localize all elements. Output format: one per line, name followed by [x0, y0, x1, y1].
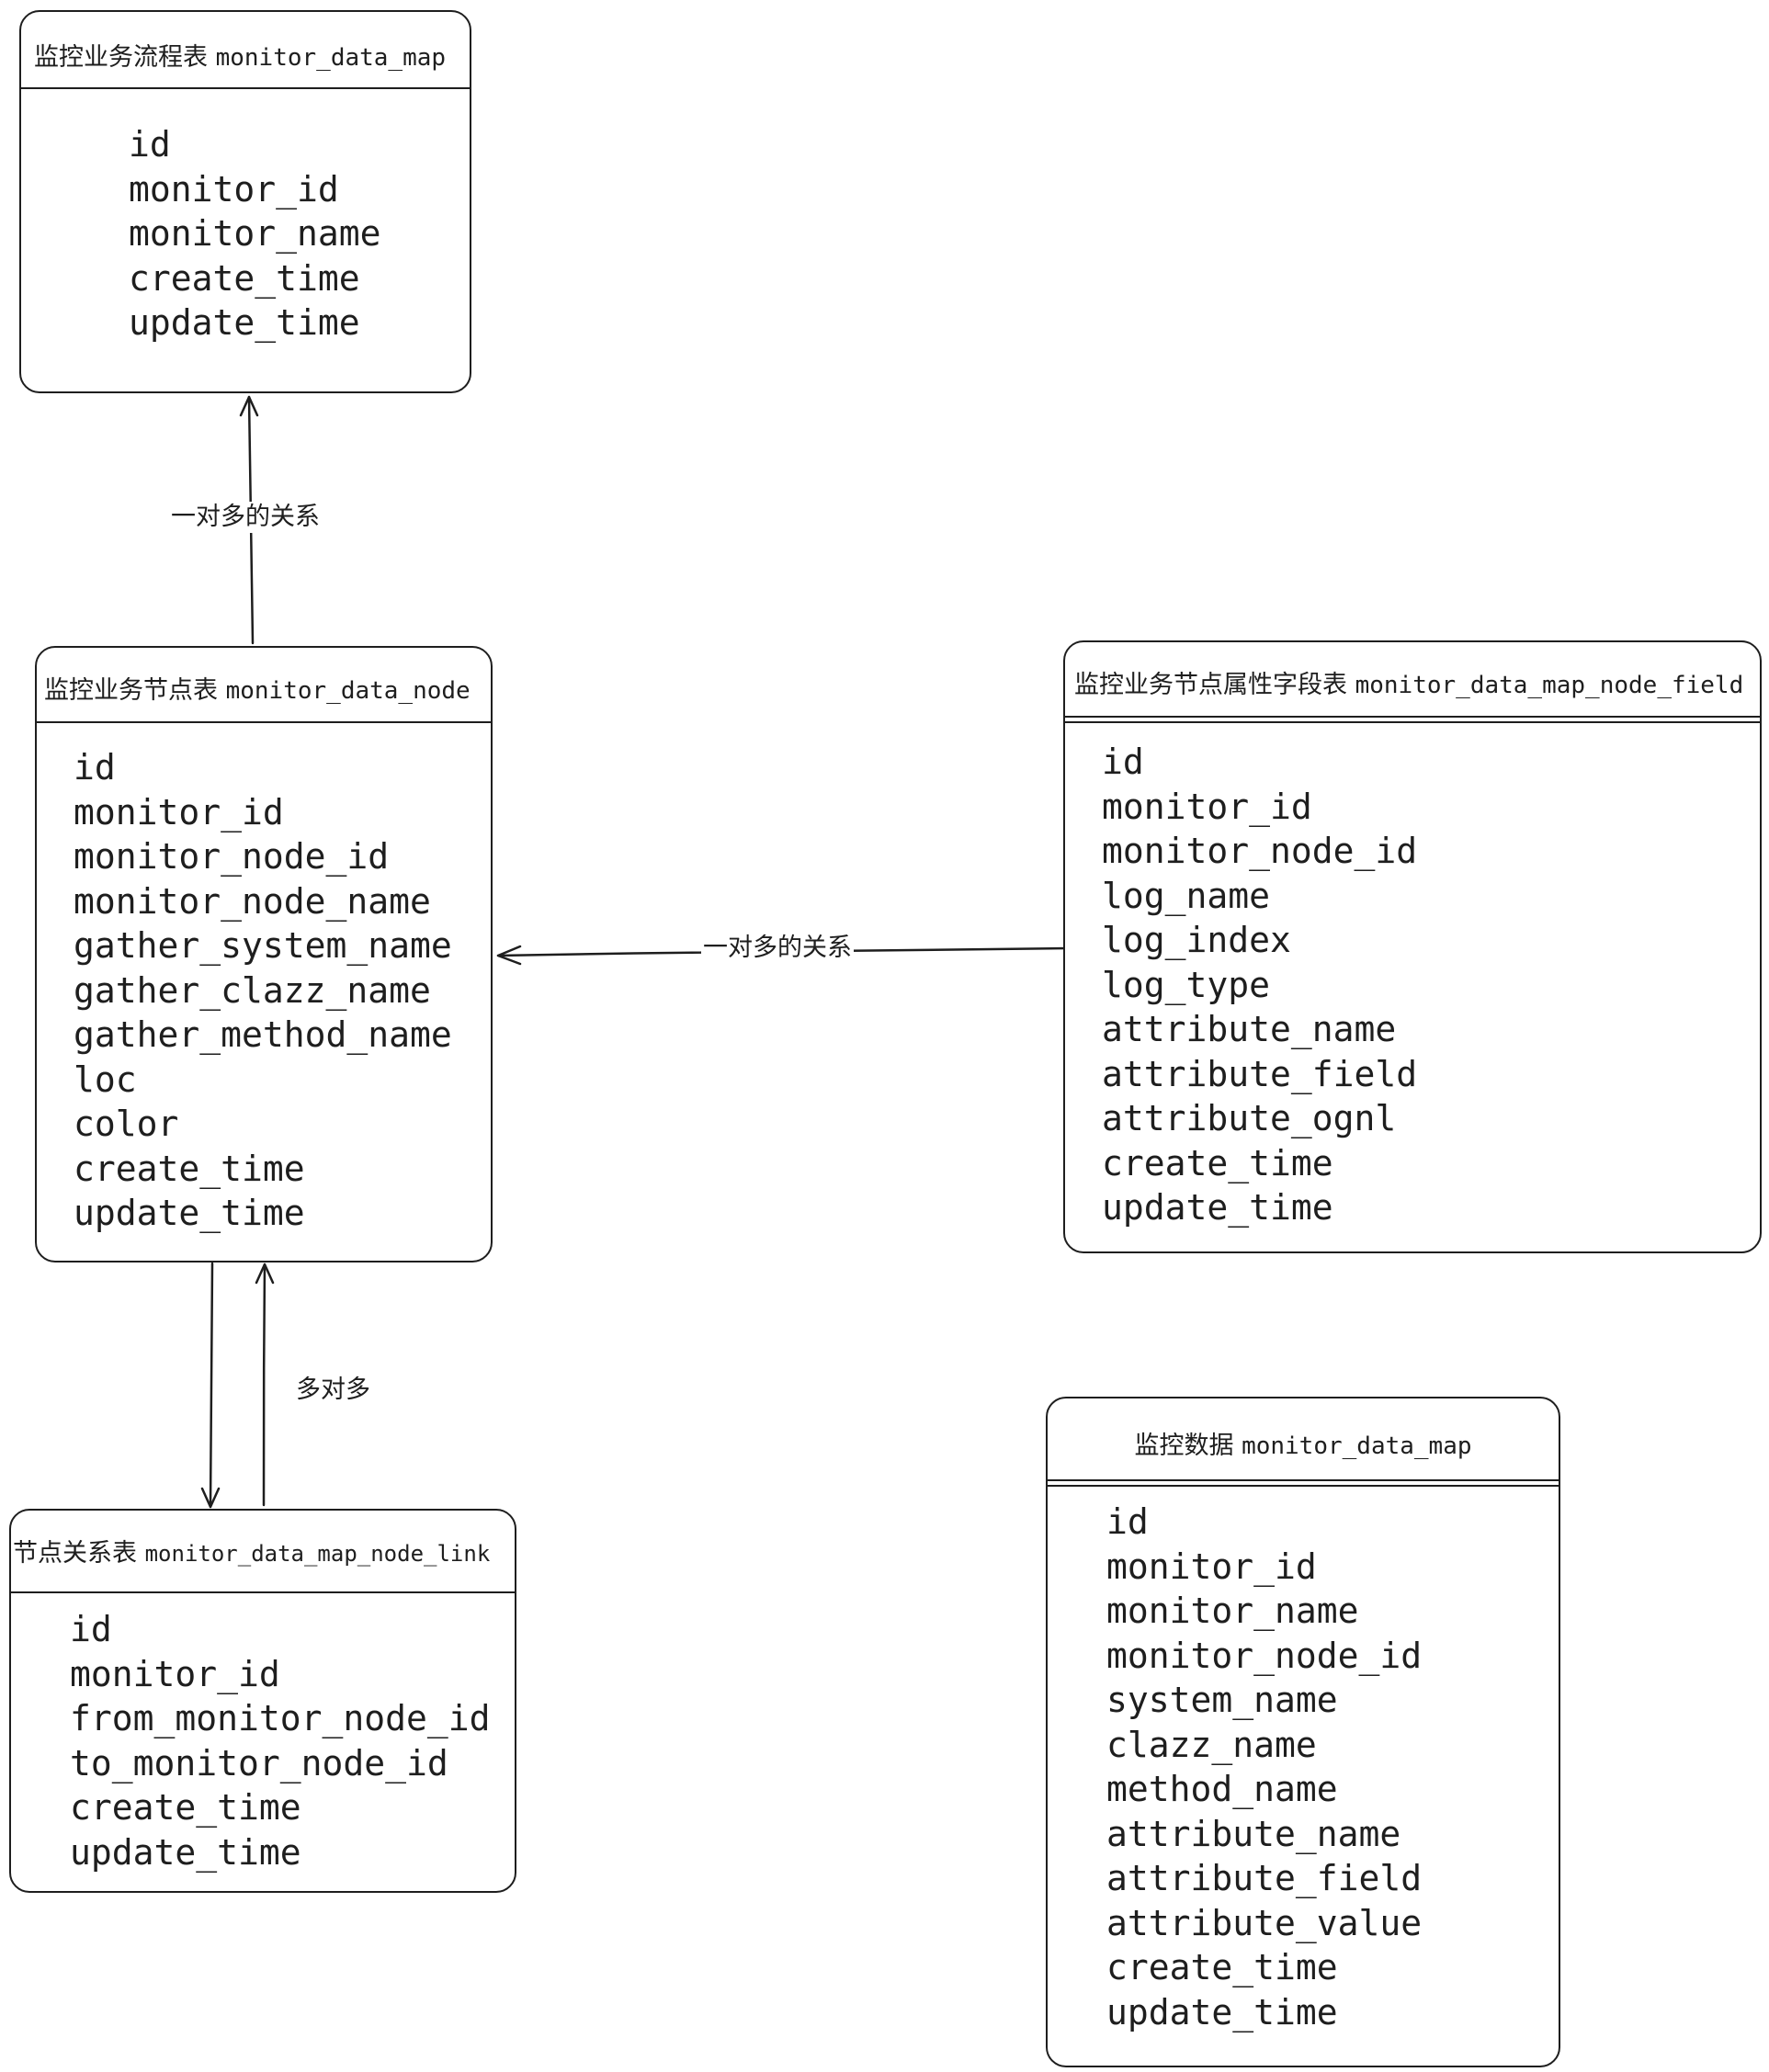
- field-item: monitor_node_id: [74, 836, 390, 877]
- field-item: update_time: [74, 1193, 305, 1233]
- field-item: monitor_id: [129, 168, 339, 209]
- relation-label-node-to-map: 一对多的关系: [169, 502, 322, 533]
- table-title-cn: 监控数据: [1134, 1432, 1234, 1460]
- relation-label-node-link: 多对多: [294, 1375, 372, 1406]
- header-divider: [1048, 1479, 1559, 1487]
- arrowhead-link-to-node: [255, 1262, 275, 1285]
- field-item: log_index: [1102, 920, 1291, 960]
- field-item: update_time: [129, 302, 360, 343]
- field-item: monitor_id: [70, 1653, 280, 1694]
- field-item: update_time: [1102, 1187, 1333, 1228]
- table-title-en: monitor_data_map: [1242, 1432, 1472, 1460]
- field-item: update_time: [70, 1831, 301, 1873]
- field-item: attribute_field: [1102, 1053, 1418, 1094]
- field-item: attribute_field: [1106, 1858, 1423, 1898]
- table-title-cn: 监控业务节点属性字段表: [1074, 671, 1347, 699]
- arrowhead-node-to-map: [239, 395, 259, 417]
- field-item: monitor_node_name: [74, 880, 431, 922]
- table-monitor-data-map-flow[interactable]: 监控业务流程表 monitor_data_map id monitor_id m…: [19, 10, 471, 393]
- field-item: attribute_name: [1102, 1009, 1397, 1049]
- field-item: create_time: [129, 257, 360, 299]
- arrowhead-node-to-link: [200, 1487, 221, 1509]
- arrowhead-field-to-node: [496, 945, 522, 966]
- table-title-en: monitor_data_node: [225, 677, 471, 705]
- table-title-cn: 监控业务流程表: [34, 43, 208, 72]
- field-list: id monitor_id monitor_node_id monitor_no…: [74, 745, 452, 1236]
- field-item: create_time: [1106, 1947, 1338, 1987]
- field-item: gather_method_name: [74, 1014, 452, 1055]
- table-monitor-data-map-node-field[interactable]: 监控业务节点属性字段表 monitor_data_map_node_field …: [1063, 640, 1762, 1253]
- field-item: color: [74, 1104, 179, 1144]
- table-title-cn: 监控业务节点表: [44, 676, 218, 705]
- arrow-node-to-link: [209, 1262, 214, 1509]
- table-title-en: monitor_data_map_node_link: [144, 1541, 491, 1567]
- field-item: monitor_id: [1102, 786, 1312, 827]
- field-item: create_time: [74, 1148, 305, 1189]
- field-item: clazz_name: [1106, 1724, 1317, 1765]
- header-divider: [11, 1591, 515, 1593]
- table-title-en: monitor_data_map: [215, 44, 447, 72]
- field-item: from_monitor_node_id: [70, 1698, 491, 1738]
- field-list: id monitor_id from_monitor_node_id to_mo…: [70, 1607, 491, 1874]
- table-title: 节点关系表 monitor_data_map_node_link: [11, 1538, 515, 1569]
- field-item: system_name: [1106, 1680, 1338, 1720]
- relation-label-field-to-node: 一对多的关系: [701, 933, 854, 964]
- field-item: id: [1102, 742, 1144, 782]
- field-item: monitor_node_id: [1106, 1635, 1423, 1676]
- field-item: id: [129, 124, 171, 164]
- table-title: 监控业务节点表 monitor_data_node: [37, 675, 491, 707]
- header-divider: [37, 721, 491, 723]
- field-item: monitor_name: [129, 213, 381, 254]
- field-list: id monitor_id monitor_name create_time u…: [129, 122, 381, 345]
- field-item: create_time: [1102, 1142, 1333, 1183]
- field-item: gather_clazz_name: [74, 969, 431, 1011]
- field-item: monitor_id: [74, 791, 284, 832]
- field-item: attribute_name: [1106, 1813, 1401, 1854]
- field-list: id monitor_id monitor_name monitor_node_…: [1106, 1500, 1422, 2034]
- field-item: loc: [74, 1059, 137, 1100]
- table-monitor-data-node[interactable]: 监控业务节点表 monitor_data_node id monitor_id …: [35, 646, 493, 1262]
- field-item: monitor_node_id: [1102, 831, 1418, 871]
- field-item: attribute_ognl: [1102, 1098, 1397, 1138]
- table-title: 监控业务流程表 monitor_data_map: [21, 42, 470, 74]
- field-item: log_name: [1102, 875, 1271, 916]
- field-item: create_time: [70, 1787, 301, 1828]
- arrow-link-to-node: [262, 1262, 266, 1507]
- field-item: id: [1106, 1501, 1149, 1542]
- field-item: monitor_id: [1106, 1546, 1317, 1587]
- header-divider: [21, 87, 470, 89]
- table-title: 监控业务节点属性字段表 monitor_data_map_node_field: [1065, 670, 1760, 701]
- header-divider: [1065, 716, 1760, 723]
- table-title-cn: 节点关系表: [13, 1539, 137, 1568]
- field-list: id monitor_id monitor_node_id log_name l…: [1102, 740, 1417, 1230]
- field-item: update_time: [1106, 1991, 1338, 2032]
- field-item: gather_system_name: [74, 925, 452, 966]
- table-monitor-data-map-node-link[interactable]: 节点关系表 monitor_data_map_node_link id moni…: [9, 1509, 516, 1893]
- field-item: method_name: [1106, 1769, 1338, 1809]
- field-item: id: [74, 747, 116, 787]
- field-item: id: [70, 1609, 112, 1649]
- field-item: monitor_name: [1106, 1591, 1359, 1631]
- field-item: attribute_value: [1106, 1902, 1423, 1943]
- field-item: to_monitor_node_id: [70, 1742, 448, 1783]
- table-title-en: monitor_data_map_node_field: [1355, 672, 1744, 699]
- field-item: log_type: [1102, 964, 1271, 1005]
- table-title: 监控数据 monitor_data_map: [1048, 1431, 1559, 1462]
- table-monitor-data[interactable]: 监控数据 monitor_data_map id monitor_id moni…: [1046, 1397, 1560, 2067]
